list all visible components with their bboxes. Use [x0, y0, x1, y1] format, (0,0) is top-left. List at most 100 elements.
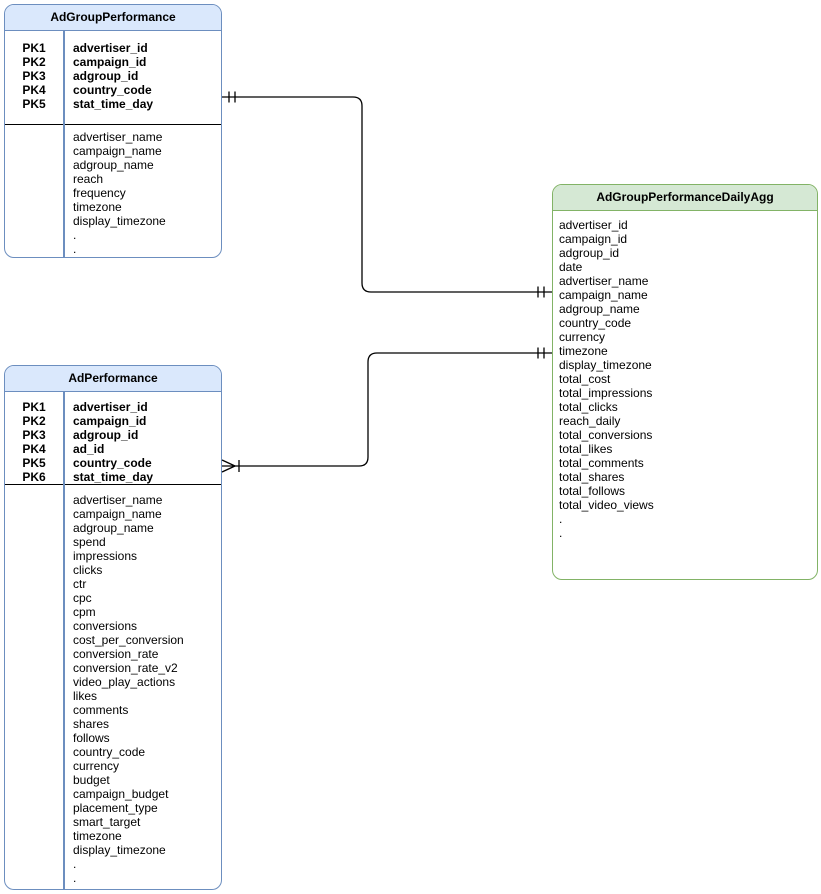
pk-field-name: advertiser_id [73, 400, 148, 414]
field-row: . [73, 857, 77, 871]
field-row: advertiser_id [559, 218, 628, 232]
field-row: total_conversions [559, 428, 653, 442]
pk-label: PK6 [22, 470, 46, 484]
field-row: frequency [73, 186, 126, 200]
field-row: spend [73, 535, 106, 549]
field-row: ctr [73, 577, 87, 591]
relationship-line[interactable] [222, 352, 552, 467]
field-row: total_follows [559, 484, 626, 498]
pk-label: PK2 [22, 414, 46, 428]
pk-field-name: stat_time_day [73, 97, 154, 111]
field-row: advertiser_name [73, 493, 163, 507]
pk-column-divider [63, 392, 65, 889]
field-row: conversions [73, 619, 138, 633]
field-row: shares [73, 717, 110, 731]
field-row: cpm [73, 605, 96, 619]
pk-field-name: country_code [73, 83, 152, 97]
pk-label: PK1 [22, 41, 46, 55]
field-row: comments [73, 703, 129, 717]
field-row: date [559, 260, 583, 274]
field-row: total_cost [559, 372, 611, 386]
field-row: campaign_id [559, 232, 628, 246]
field-row: adgroup_name [73, 521, 154, 535]
pk-field-name: adgroup_id [73, 428, 139, 442]
section-divider [5, 124, 221, 125]
field-row: . [73, 871, 77, 885]
field-row: campaign_budget [73, 787, 169, 801]
table-title-adgroupperformance: AdGroupPerformance [5, 5, 221, 31]
primary-key-row: PK1 advertiser_id [5, 41, 221, 55]
field-row: display_timezone [559, 358, 652, 372]
field-row: reach [73, 172, 104, 186]
field-row: follows [73, 731, 110, 745]
field-row: adgroup_name [559, 302, 640, 316]
primary-key-row: PK3 adgroup_id [5, 69, 221, 83]
primary-key-row: PK5 stat_time_day [5, 97, 221, 111]
pk-field-name: campaign_id [73, 414, 147, 428]
field-row: campaign_name [73, 144, 162, 158]
pk-field-name: stat_time_day [73, 470, 154, 484]
field-row: likes [73, 689, 98, 703]
field-row: timezone [559, 344, 608, 358]
pk-field-name: campaign_id [73, 55, 147, 69]
relationship-adperformance-dailyagg[interactable] [221, 347, 552, 473]
field-row: display_timezone [73, 843, 166, 857]
pk-label: PK4 [22, 83, 46, 97]
pk-field-name: country_code [73, 456, 152, 470]
field-row: advertiser_name [73, 130, 163, 144]
field-row: total_comments [559, 456, 644, 470]
field-row: total_impressions [559, 386, 653, 400]
primary-key-row: PK4 country_code [5, 83, 221, 97]
field-row: cpc [73, 591, 92, 605]
table-title-adgroupperformancedailyagg: AdGroupPerformanceDailyAgg [553, 185, 817, 211]
field-row: currency [73, 759, 120, 773]
cardinality-many-crowfoot [221, 459, 236, 473]
field-row: reach_daily [559, 414, 621, 428]
pk-label: PK4 [22, 442, 46, 456]
field-row: . [73, 228, 77, 242]
pk-field-name: ad_id [73, 442, 105, 456]
pk-field-name: adgroup_id [73, 69, 139, 83]
primary-key-row: PK6 stat_time_day [5, 470, 221, 484]
pk-field-name: advertiser_id [73, 41, 148, 55]
field-row: conversion_rate_v2 [73, 661, 178, 675]
pk-label: PK1 [22, 400, 46, 414]
field-row: total_shares [559, 470, 625, 484]
cardinality-exactly-one-ticks [228, 91, 236, 103]
pk-label: PK3 [22, 428, 46, 442]
primary-key-row: PK2 campaign_id [5, 414, 221, 428]
er-table-adgroupperformancedailyagg[interactable]: AdGroupPerformanceDailyAgg advertiser_id… [552, 184, 818, 580]
field-row: smart_target [73, 815, 141, 829]
table-title-adperformance: AdPerformance [5, 366, 221, 392]
relationship-adgroupperformance-dailyagg[interactable] [222, 91, 552, 298]
pk-column-divider [63, 31, 65, 257]
field-row: campaign_name [73, 507, 162, 521]
field-row: conversion_rate [73, 647, 159, 661]
field-row: clicks [73, 563, 103, 577]
pk-label: PK3 [22, 69, 46, 83]
section-divider [5, 484, 221, 485]
field-row: placement_type [73, 801, 158, 815]
pk-label: PK5 [22, 97, 46, 111]
field-row: display_timezone [73, 214, 166, 228]
field-row: impressions [73, 549, 138, 563]
field-row: adgroup_name [73, 158, 154, 172]
cardinality-exactly-one-ticks [537, 286, 545, 298]
field-row: timezone [73, 200, 122, 214]
field-row: video_play_actions [73, 675, 176, 689]
primary-key-row: PK3 adgroup_id [5, 428, 221, 442]
field-row: budget [73, 773, 110, 787]
primary-key-row: PK4 ad_id [5, 442, 221, 456]
relationship-line[interactable] [222, 96, 552, 293]
field-row: advertiser_name [559, 274, 649, 288]
cardinality-exactly-one-ticks [537, 347, 545, 359]
